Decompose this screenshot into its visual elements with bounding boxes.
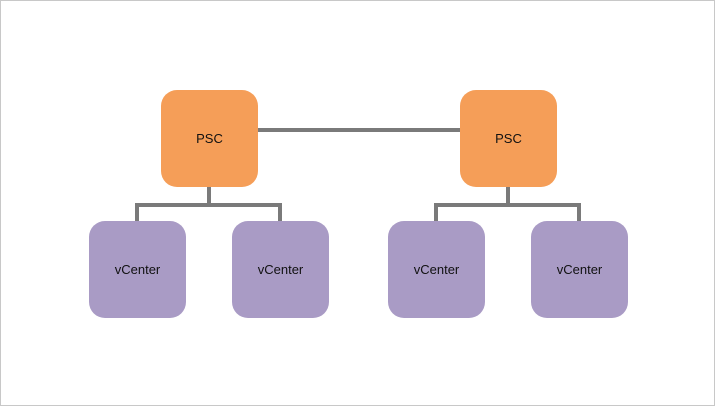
psc-node: PSC xyxy=(161,90,258,187)
vcenter-node: vCenter xyxy=(388,221,485,318)
vcenter-node-label: vCenter xyxy=(257,262,304,277)
vcenter-node-label: vCenter xyxy=(556,262,603,277)
vcenter-node-label: vCenter xyxy=(114,262,161,277)
vcenter-node: vCenter xyxy=(232,221,329,318)
vcenter-node: vCenter xyxy=(89,221,186,318)
psc-node: PSC xyxy=(460,90,557,187)
psc-node-label: PSC xyxy=(495,131,522,146)
psc-node-label: PSC xyxy=(196,131,223,146)
vcenter-node: vCenter xyxy=(531,221,628,318)
vcenter-node-label: vCenter xyxy=(413,262,460,277)
